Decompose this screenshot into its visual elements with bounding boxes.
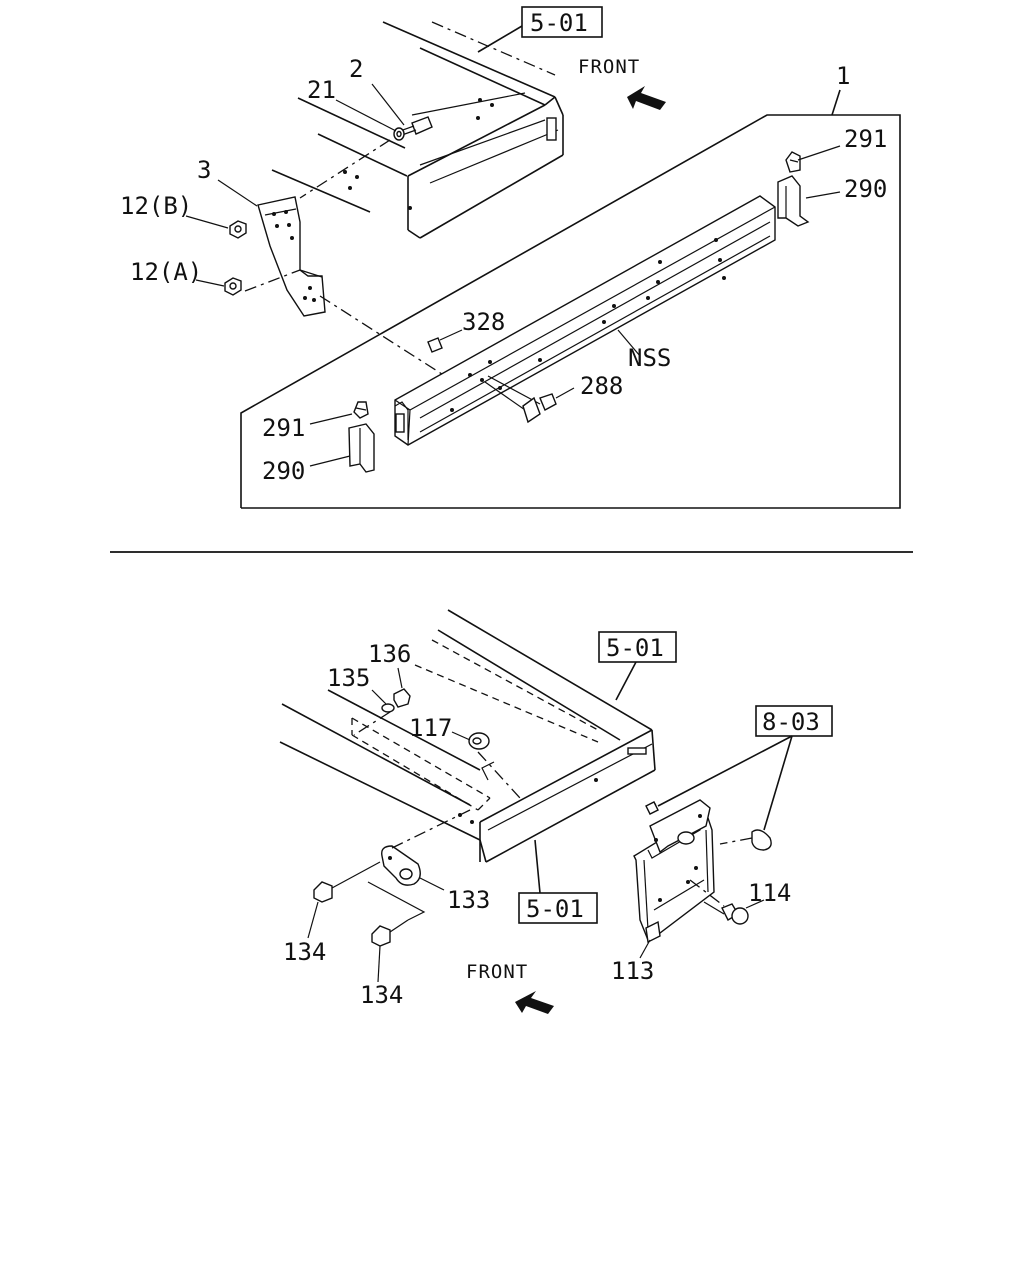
bolt-114	[689, 879, 749, 925]
ref-box-5-01-top[interactable]: 5-01	[477, 6, 603, 53]
label-3: 3	[197, 156, 211, 184]
washer-135	[381, 703, 395, 713]
label-2: 2	[349, 55, 363, 83]
chassis-frame-bottom	[279, 609, 656, 863]
label-114: 114	[748, 879, 791, 907]
leaders-bottom	[307, 667, 765, 983]
label-1: 1	[836, 62, 850, 90]
bracket-113	[633, 799, 715, 944]
labels-bottom: 136 135 117 133 134 134 114 113	[283, 640, 791, 1009]
chassis-frame-top	[271, 21, 564, 239]
bolt-2	[399, 116, 433, 136]
leaders-top	[185, 83, 841, 467]
front-label: FRONT	[466, 961, 528, 983]
label-133: 133	[447, 886, 490, 914]
ref-box-label: 8-03	[762, 708, 820, 736]
ref-box-label: 5-01	[526, 895, 584, 923]
bottom-assembly: 5-01 5-01 8-03	[279, 609, 833, 1014]
front-arrow-icon	[515, 991, 554, 1014]
ref-box-5-01-lower[interactable]: 5-01	[518, 839, 598, 924]
label-290-right: 290	[844, 175, 887, 203]
tow-hook-133	[381, 845, 421, 886]
label-135: 135	[327, 664, 370, 692]
label-12b: 12(B)	[120, 192, 192, 220]
lamp-bulb	[645, 801, 772, 851]
label-21: 21	[307, 76, 336, 104]
label-290-left: 290	[262, 457, 305, 485]
clip-291-right	[785, 151, 801, 173]
label-nss: NSS	[628, 344, 671, 372]
ref-box-5-01-upper[interactable]: 5-01	[598, 631, 677, 701]
label-134-upper: 134	[283, 938, 326, 966]
bolt-288	[484, 375, 557, 424]
washer-21	[393, 127, 405, 141]
leader-1	[831, 89, 841, 116]
nut-117	[468, 732, 490, 750]
clip-291-left	[353, 401, 369, 419]
label-12a: 12(A)	[130, 258, 202, 286]
clip-290-right	[777, 175, 810, 227]
nss-rail	[394, 195, 776, 446]
label-328: 328	[462, 308, 505, 336]
bolt-134-lower	[367, 881, 426, 947]
nut-12b	[229, 220, 247, 239]
ref-box-8-03[interactable]: 8-03	[657, 705, 833, 831]
front-indicator-bottom: FRONT	[466, 961, 554, 1014]
bolt-134-upper	[313, 861, 381, 903]
bracket-3	[257, 196, 326, 317]
front-arrow-icon	[627, 86, 666, 110]
label-113: 113	[611, 957, 654, 985]
label-134-lower: 134	[360, 981, 403, 1009]
nut-12a	[224, 277, 242, 296]
nut-136	[393, 688, 411, 708]
label-291-right: 291	[844, 125, 887, 153]
front-indicator-top: FRONT	[578, 56, 666, 110]
ref-box-label: 5-01	[606, 634, 664, 662]
stud-328	[427, 337, 443, 353]
label-288: 288	[580, 372, 623, 400]
group-outline-1	[240, 114, 901, 509]
front-label: FRONT	[578, 56, 640, 78]
clip-290-left	[348, 423, 375, 473]
ref-box-label: 5-01	[530, 9, 588, 37]
label-291-left: 291	[262, 414, 305, 442]
labels-top: 1 2 21 3 12(B) 12(A) 291 290 328 NSS 288…	[120, 55, 887, 485]
label-117: 117	[409, 714, 452, 742]
label-136: 136	[368, 640, 411, 668]
top-assembly: 5-01 FRONT	[120, 6, 901, 509]
